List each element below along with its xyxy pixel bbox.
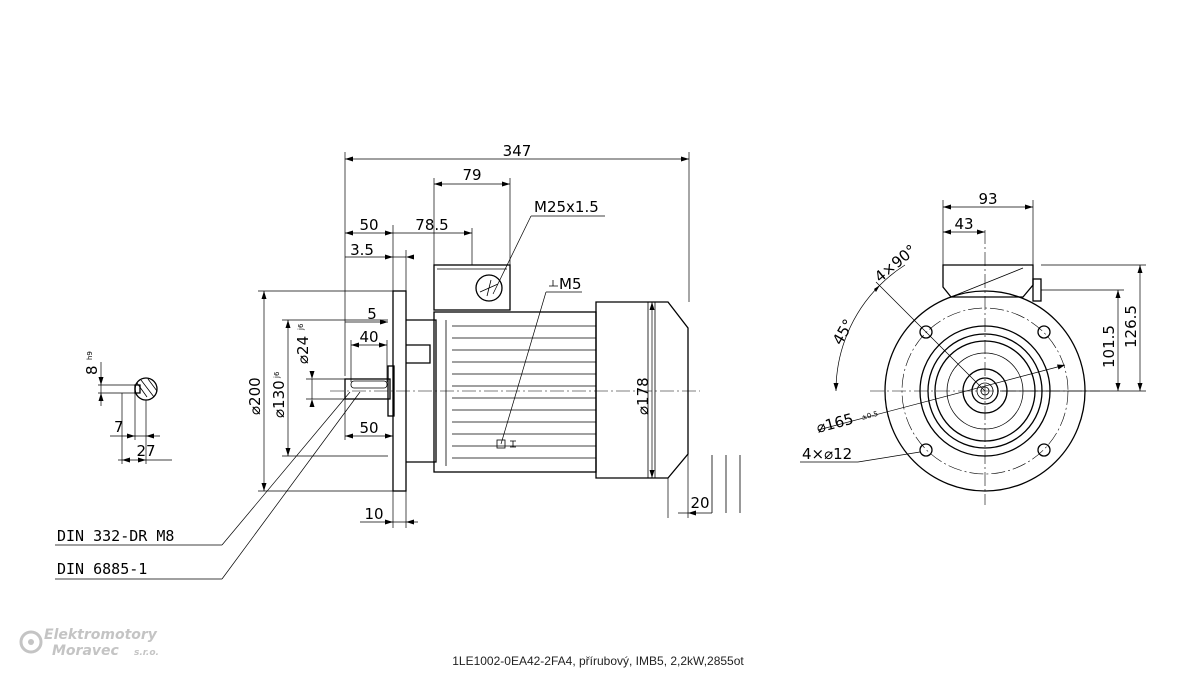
dim-section-height: 27 (136, 442, 155, 460)
logo-line-2: Moravec (52, 643, 120, 659)
label-bolt-pattern: 4×90° (871, 241, 920, 286)
cable-gland (475, 274, 503, 302)
terminal-box (433, 264, 511, 311)
dim-key-depth: 7 (114, 418, 124, 436)
dim-key-length: 40 (359, 328, 378, 346)
logo-line-3: s.r.o. (134, 648, 159, 658)
dim-spigot-tolerance: j6 (273, 371, 281, 379)
dim-height-2: 126.5 (1122, 305, 1140, 348)
drawing-caption: 1LE1002-0EA42-2FA4, přírubový, IMB5, 2,2… (452, 654, 744, 668)
logo-line-1: Elektromotory (44, 627, 158, 643)
dim-box-width: 93 (978, 190, 997, 208)
dim-box-half: 43 (954, 215, 973, 233)
dim-shaft-length: 50 (359, 216, 378, 234)
dim-frame-diameter: ⌀178 (634, 377, 652, 415)
dim-key-offset: 5 (367, 305, 377, 323)
dim-key-width-tolerance: h9 (86, 351, 94, 360)
side-view: 347 79 50 78.5 3.5 M25x1.5 M5 (55, 142, 741, 580)
dim-overall-length: 347 (503, 142, 532, 160)
company-logo: Elektromotory Moravec s.r.o. (19, 627, 159, 659)
dim-shaft-tolerance: j6 (297, 323, 305, 331)
dim-flange-diameter: ⌀200 (246, 377, 264, 415)
dim-fan-cover-offset: 20 (690, 494, 709, 512)
label-din-6885: DIN 6885-1 (57, 560, 147, 578)
dim-spigot-diameter: ⌀130 (270, 380, 288, 418)
dim-shaft-bottom-length: 50 (359, 419, 378, 437)
bolt-hole-4 (1037, 443, 1051, 457)
dim-terminal-box-length: 79 (462, 166, 481, 184)
shaft-key (350, 380, 388, 389)
dim-flange-thickness: 10 (364, 505, 383, 523)
dim-pcd: ⌀165 (814, 410, 855, 437)
dim-shaft-diameter: ⌀24 (294, 336, 312, 364)
shaft-section-view: 8 h9 7 27 (83, 351, 172, 464)
dim-key-width: 8 (83, 365, 101, 375)
label-cable-gland: M25x1.5 (534, 198, 599, 216)
label-holes: 4×⌀12 (802, 445, 852, 463)
dim-height-1: 101.5 (1100, 325, 1118, 368)
bolt-hole-1 (919, 325, 933, 339)
cooling-fins (445, 320, 596, 466)
stator-frame (433, 311, 597, 473)
dim-flange-gap: 3.5 (350, 241, 374, 259)
earth-terminal (496, 439, 506, 449)
shaft (344, 378, 391, 400)
bolt-hole-2 (1037, 325, 1051, 339)
end-view: 93 43 101.5 126.5 45° 4×90° ⌀165 ±0.5 4×… (800, 190, 1146, 505)
dim-terminal-box-offset: 78.5 (415, 216, 448, 234)
label-din-332: DIN 332-DR M8 (57, 527, 174, 545)
dim-pcd-tolerance: ±0.5 (860, 410, 878, 422)
label-earth-thread: M5 (559, 275, 582, 293)
bolt-hole-3 (919, 443, 933, 457)
